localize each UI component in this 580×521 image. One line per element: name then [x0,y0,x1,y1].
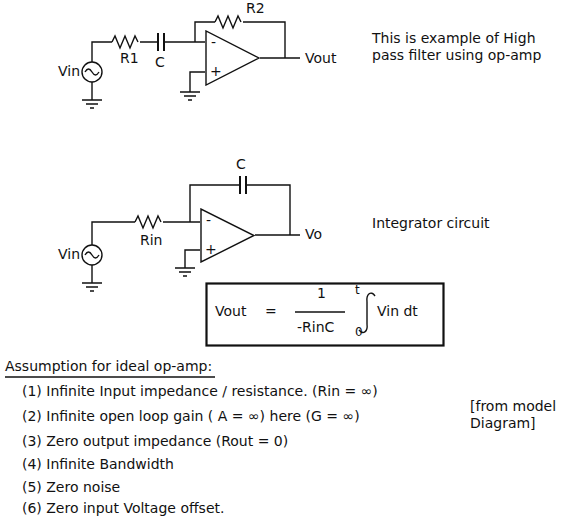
op-amp: -+ [200,208,255,263]
capacitor-symbol [240,176,246,194]
op-amp: -+ [205,30,260,86]
voltage-source [82,245,102,265]
section-heading: Assumption for ideal op-amp: [5,358,212,375]
component-label: C [155,54,165,71]
formula-text: -RinC [297,319,334,336]
formula-text: 0 [355,324,363,341]
component-label: Vin [58,246,80,263]
formula-text: Vin dt [377,303,418,320]
formula-text: 1 [317,285,326,302]
source-symbol [85,69,99,75]
assumption-item: (2) Infinite open loop gain ( A = ∞) her… [22,408,360,425]
formula-box: Vout = 1 -RinC t 0 Vin dt [205,282,445,347]
assumption-item: [from model Diagram] [470,398,565,432]
source-symbol [85,252,99,258]
op-amp-triangle [201,209,254,262]
wire [92,42,112,62]
voltage-source [82,62,102,82]
ground-symbol [82,82,102,108]
op-amp-triangle [206,31,259,85]
formula-text: = [265,303,277,320]
capacitor-symbol [158,33,164,51]
component-label: Vo [305,226,322,243]
wire [163,221,200,222]
resistor-symbol [135,216,161,228]
component-label: Vout [305,50,336,67]
box-border [207,284,444,346]
underline [5,376,215,377]
ground-symbol [175,250,200,276]
component-label: R1 [120,50,139,67]
component-label: Vin [58,63,80,80]
ground-symbol [180,72,205,100]
input-sign: + [210,63,222,80]
assumption-item: (6) Zero input Voltage offset. [22,500,224,517]
input-sign: - [206,212,211,229]
wire [92,222,135,245]
assumption-item: (3) Zero output impedance (Rout = 0) [22,433,288,450]
formula-text: t [355,282,360,299]
circuit-note: This is example of High pass filter usin… [372,30,557,64]
input-sign: - [211,34,216,51]
formula-text: Vout [215,303,246,320]
component-label: R2 [246,0,265,17]
assumption-item: (5) Zero noise [22,479,120,496]
fraction-bar [295,311,345,312]
component-label: Rin [140,232,163,249]
resistor-symbol [215,16,241,28]
resistor-symbol [112,36,138,48]
circuit-note: Integrator circuit [372,215,490,232]
ground-symbol [82,265,102,291]
assumption-item: (1) Infinite Input impedance / resistanc… [22,383,378,400]
assumption-item: (4) Infinite Bandwidth [22,456,174,473]
input-sign: + [205,241,217,258]
wire [243,22,300,58]
component-label: C [236,156,246,173]
